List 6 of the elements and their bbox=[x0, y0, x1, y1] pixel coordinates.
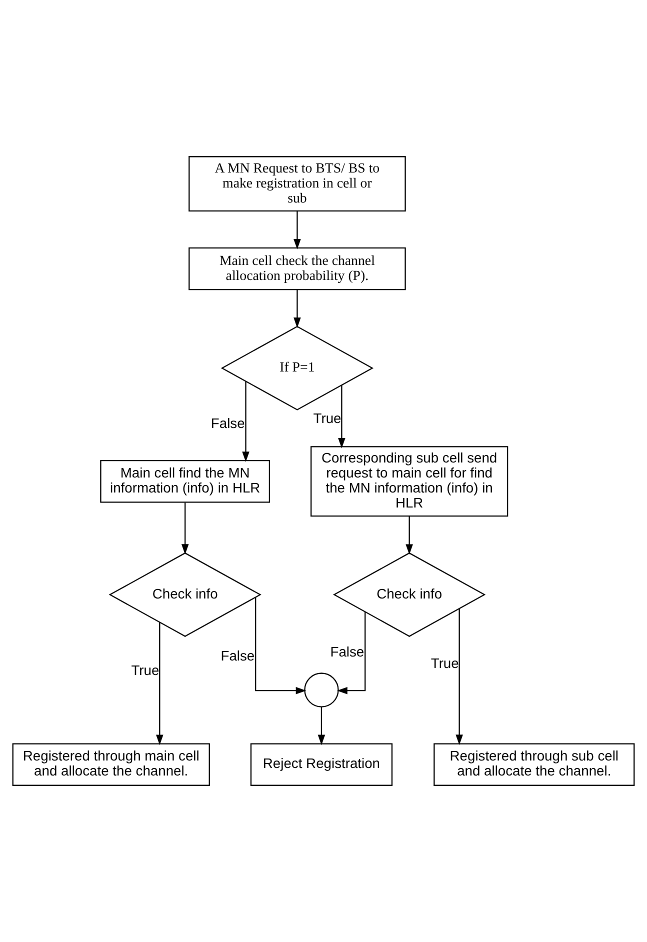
edge-label: True bbox=[313, 410, 342, 426]
edge-label: False bbox=[330, 643, 364, 660]
edge-label: False bbox=[220, 648, 255, 664]
edge-label: True bbox=[430, 655, 459, 672]
edge-label: True bbox=[131, 662, 160, 678]
edge-label: False bbox=[210, 414, 245, 431]
